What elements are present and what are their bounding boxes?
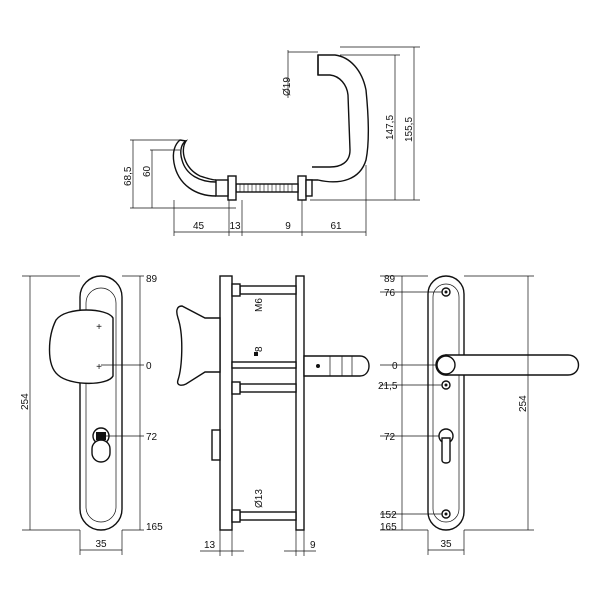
front-right-view: 89 76 0 21,5 72 152 165 254 35	[378, 274, 580, 555]
threaded-rod	[235, 183, 299, 193]
top-view-dimensions: Ø19 147,5 155,5 68,5 60 45	[123, 46, 420, 236]
rose-right	[297, 175, 307, 201]
dim-right-fixing: 21,5	[378, 381, 398, 392]
dim-rose-right: 9	[285, 221, 291, 232]
dim-right-top: 89	[384, 274, 396, 285]
front-lever	[445, 354, 580, 376]
plate-right-inner	[432, 283, 460, 523]
fixing-hole-center	[444, 383, 448, 387]
screw-top-head	[231, 283, 241, 297]
cylinder-hole-slot	[441, 437, 451, 464]
dim-right-lower-hole: 152	[380, 510, 397, 521]
dim-rose-left: 13	[229, 221, 241, 232]
lever-set-screw	[316, 364, 320, 368]
knob-outline	[180, 139, 217, 183]
dim-left-cylinder: 72	[146, 432, 158, 443]
screw-middle	[239, 383, 297, 393]
dim-left-total-length: 254	[20, 393, 31, 410]
plate-right	[427, 275, 465, 531]
square-spindle	[231, 361, 297, 369]
knob-inner	[172, 139, 217, 197]
lever-rose-front	[436, 355, 456, 375]
front-left-view: + + 254 89 0 72 165 35	[20, 274, 163, 555]
dim-screw-m: M6	[254, 298, 265, 312]
upper-hole-center	[444, 290, 448, 294]
dim-right-upper-hole: 76	[384, 288, 396, 299]
top-view: Ø19 147,5 155,5 68,5 60 45	[123, 46, 420, 236]
dim-square: 8	[254, 346, 265, 352]
dim-screw-d: Ø13	[254, 489, 265, 508]
dim-left-width: 35	[95, 539, 107, 550]
plus-mark-bottom: +	[96, 362, 102, 373]
lever-handle-outline	[300, 54, 370, 183]
square-symbol	[254, 352, 258, 356]
side-knob	[176, 305, 221, 386]
rose-right-neck	[305, 179, 313, 197]
side-lever	[303, 355, 370, 377]
dim-left-zero: 0	[146, 361, 152, 372]
dim-right-cylinder: 72	[384, 432, 396, 443]
dim-right-width: 35	[440, 539, 452, 550]
screw-middle-head	[231, 381, 241, 395]
dim-knob-height: 60	[142, 165, 153, 177]
dim-left-bottom: 165	[146, 522, 163, 533]
lower-hole-center	[444, 512, 448, 516]
dim-side-left: 13	[204, 540, 216, 551]
screw-bottom	[239, 511, 297, 521]
dim-height-outer: 155,5	[404, 117, 415, 142]
dim-right-total-length: 254	[518, 395, 529, 412]
screw-bottom-head	[231, 509, 241, 523]
screw-top	[239, 285, 297, 295]
plus-mark-top: +	[96, 322, 102, 333]
cylinder-cutout	[91, 439, 111, 463]
dim-diameter-handle: Ø19	[282, 77, 293, 96]
rose-left	[227, 175, 237, 201]
plate-left-inner	[85, 287, 117, 523]
dim-side-right: 9	[310, 540, 316, 551]
side-plate-left	[219, 275, 233, 531]
knob-front	[48, 309, 114, 385]
dim-right-bottom: 165	[380, 522, 397, 533]
rod-threads	[239, 184, 293, 192]
side-plate-right	[295, 275, 305, 531]
rose-left-neck	[215, 179, 229, 197]
dim-handle-reach: 61	[330, 221, 342, 232]
plate-left	[79, 275, 123, 531]
dim-height-inner: 147,5	[385, 115, 396, 140]
latch-lip	[211, 429, 221, 461]
dim-knob-height-total: 68,5	[123, 166, 134, 186]
dim-knob-length: 45	[193, 221, 205, 232]
side-view: M6 8 Ø13 13 9	[176, 275, 370, 556]
dim-right-zero: 0	[392, 361, 398, 372]
dim-left-top: 89	[146, 274, 158, 285]
